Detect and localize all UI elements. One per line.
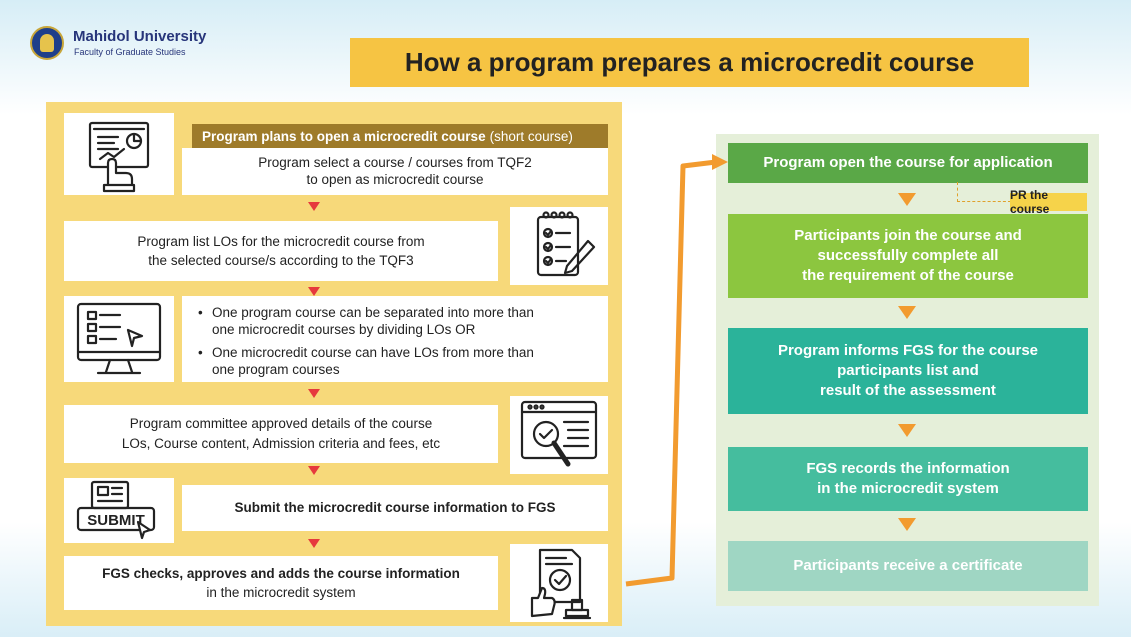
step-receive-certificate: Participants receive a certificate: [728, 541, 1088, 591]
rule-bullet-1-line2: one microcredit courses by dividing LOs …: [212, 322, 476, 337]
plan-step-note: (short course): [489, 128, 573, 144]
step-fgs-checks-line1: FGS checks, approves and adds the course…: [102, 566, 460, 581]
plan-step-header: Program plans to open a microcredit cour…: [192, 124, 608, 148]
down-arrow-icon: [308, 539, 320, 548]
submit-icon: SUBMIT: [64, 478, 174, 543]
page-title: How a program prepares a microcredit cou…: [404, 47, 975, 77]
step-open-application: Program open the course for application: [728, 143, 1088, 183]
down-arrow-icon: [308, 202, 320, 211]
down-arrow-icon: [898, 518, 916, 531]
step-join-line2: successfully complete all: [817, 247, 999, 264]
step-participants-join: Participants join the course and success…: [728, 214, 1088, 298]
step-fgs-checks-line2: in the microcredit system: [206, 585, 356, 600]
rule-bullet-2-line1: One microcredit course can have LOs from…: [212, 345, 534, 360]
step-join-line3: the requirement of the course: [802, 267, 1014, 284]
step-inform-line3: result of the assessment: [820, 382, 996, 399]
checklist-icon: [510, 207, 608, 285]
down-arrow-icon: [898, 193, 916, 206]
step-committee-line1: Program committee approved details of th…: [129, 416, 433, 431]
rule-bullet-1: One program course can be separated into…: [198, 304, 603, 338]
step-join-line1: Participants join the course and: [794, 227, 1022, 244]
step-select-course-line2: to open as microcredit course: [306, 172, 484, 187]
pr-course-tag: PR the course: [1010, 188, 1087, 216]
step-list-los-line2: the selected course/s according to the T…: [148, 253, 414, 268]
step-select-course-box: Program select a course / courses from T…: [182, 148, 608, 195]
step-inform-line1: Program informs FGS for the course: [777, 342, 1039, 359]
step-fgs-checks-box: FGS checks, approves and adds the course…: [64, 556, 498, 610]
step-record-line2: in the microcredit system: [817, 480, 999, 497]
down-arrow-icon: [308, 466, 320, 475]
search-document-icon: [510, 396, 608, 474]
university-name: Mahidol University: [73, 28, 207, 45]
step-submit-text: Submit the microcredit course informatio…: [234, 500, 556, 515]
title-banner: How a program prepares a microcredit cou…: [350, 38, 1029, 87]
step-record-line1: FGS records the information: [806, 460, 1010, 477]
down-arrow-icon: [898, 306, 916, 319]
faculty-name: Faculty of Graduate Studies: [74, 47, 186, 57]
pr-dashed-connector: [957, 182, 1011, 202]
submit-icon-label: SUBMIT: [87, 512, 145, 529]
step-inform-fgs: Program informs FGS for the course parti…: [728, 328, 1088, 414]
down-arrow-icon: [308, 287, 320, 296]
step-list-los-box: Program list LOs for the microcredit cou…: [64, 221, 498, 281]
step-certificate-text: Participants receive a certificate: [793, 557, 1023, 574]
rule-bullet-2: One microcredit course can have LOs from…: [198, 344, 603, 378]
rule-bullet-2-line2: one program courses: [212, 362, 340, 377]
dashboard-touch-icon: [64, 113, 174, 195]
step-fgs-records: FGS records the information in the micro…: [728, 447, 1088, 511]
rule-bullet-1-line1: One program course can be separated into…: [212, 305, 534, 320]
step-separation-rules-box: One program course can be separated into…: [182, 296, 608, 382]
down-arrow-icon: [898, 424, 916, 437]
step-inform-line2: participants list and: [837, 362, 979, 379]
step-submit-box: Submit the microcredit course informatio…: [182, 485, 608, 531]
step-committee-approval-box: Program committee approved details of th…: [64, 405, 498, 463]
step-committee-line2: LOs, Course content, Admission criteria …: [121, 436, 441, 451]
step-list-los-line1: Program list LOs for the microcredit cou…: [137, 234, 425, 249]
step-select-course-line1: Program select a course / courses from T…: [258, 155, 532, 170]
plan-step-title: Program plans to open a microcredit cour…: [202, 128, 486, 144]
down-arrow-icon: [308, 389, 320, 398]
monitor-list-icon: [64, 296, 174, 382]
step-open-text: Program open the course for application: [763, 154, 1053, 171]
university-seal-logo: [30, 26, 64, 60]
approval-stamp-icon: [510, 544, 608, 622]
